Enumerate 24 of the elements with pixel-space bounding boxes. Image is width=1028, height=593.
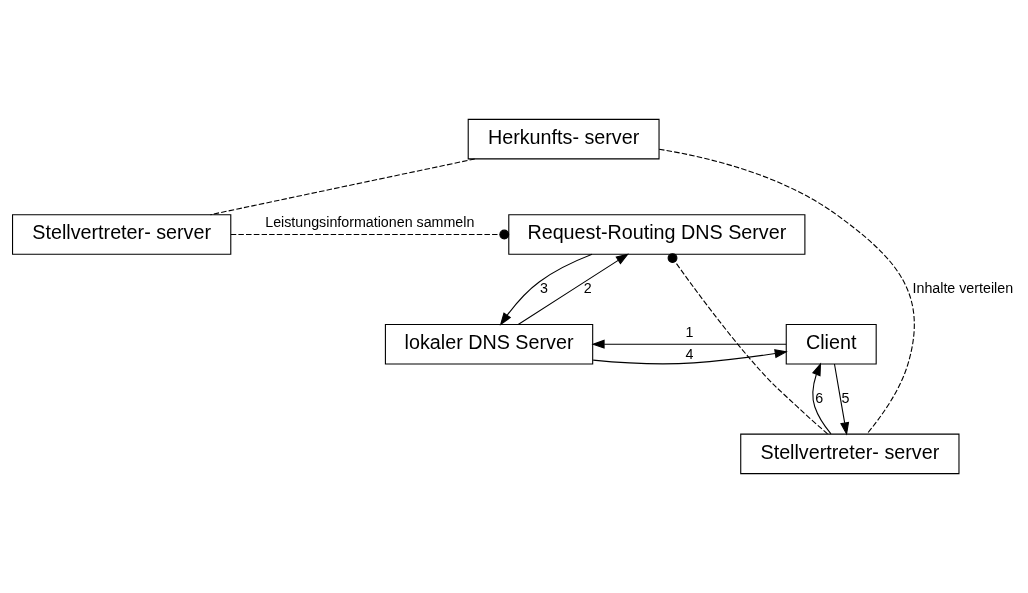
edge-label: 1: [685, 323, 694, 340]
node-box: Stellvertreter- server: [740, 433, 960, 475]
connector: [209, 158, 476, 216]
connector: [667, 253, 829, 435]
arrow: [811, 362, 832, 435]
edge-label: 3: [539, 280, 548, 297]
edge-label: Leistungsinformationen sammeln: [265, 214, 475, 231]
node-box: Client: [785, 323, 877, 365]
edge-label: Inhalte verteilen: [912, 280, 1014, 297]
edge-label: 4: [685, 345, 694, 362]
node-box: lokaler DNS Server: [384, 323, 594, 365]
arrow: [517, 253, 630, 325]
node-box: Herkunfts- server: [467, 118, 660, 160]
node-box: Request-Routing DNS Server: [508, 214, 806, 255]
arrow: [499, 253, 593, 326]
edge-label: 2: [583, 280, 592, 297]
arrow: [592, 349, 788, 365]
connector: [230, 229, 510, 240]
edge-label: 5: [841, 389, 850, 406]
edge-label: 6: [815, 389, 824, 406]
arrow: [591, 339, 787, 349]
node-box: Stellvertreter- server: [12, 214, 232, 255]
connector: [658, 148, 915, 435]
arrow: [833, 363, 850, 436]
